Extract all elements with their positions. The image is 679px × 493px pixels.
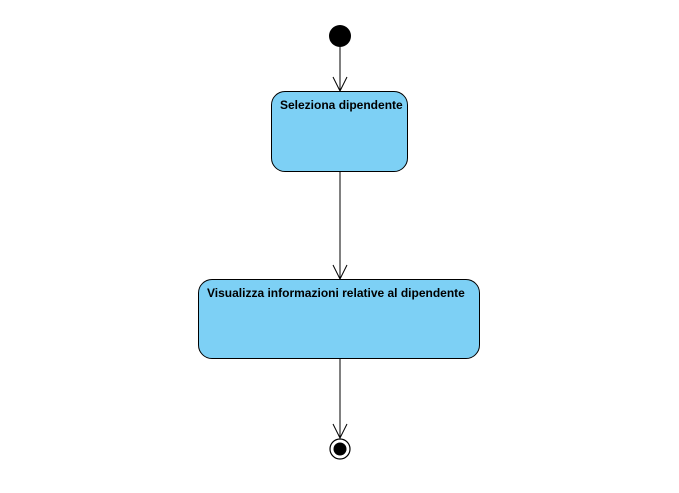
action-seleziona-dipendente[interactable]: Seleziona dipendente (271, 91, 408, 172)
initial-node[interactable] (329, 25, 351, 47)
action-label: Seleziona dipendente (280, 98, 403, 112)
transition-start-to-selection[interactable] (332, 47, 348, 93)
action-label: Visualizza informazioni relative al dipe… (207, 286, 465, 300)
transition-selection-to-view[interactable] (332, 172, 348, 281)
final-node[interactable] (329, 438, 351, 460)
transition-view-to-final[interactable] (332, 359, 348, 440)
action-visualizza-informazioni[interactable]: Visualizza informazioni relative al dipe… (198, 279, 480, 359)
